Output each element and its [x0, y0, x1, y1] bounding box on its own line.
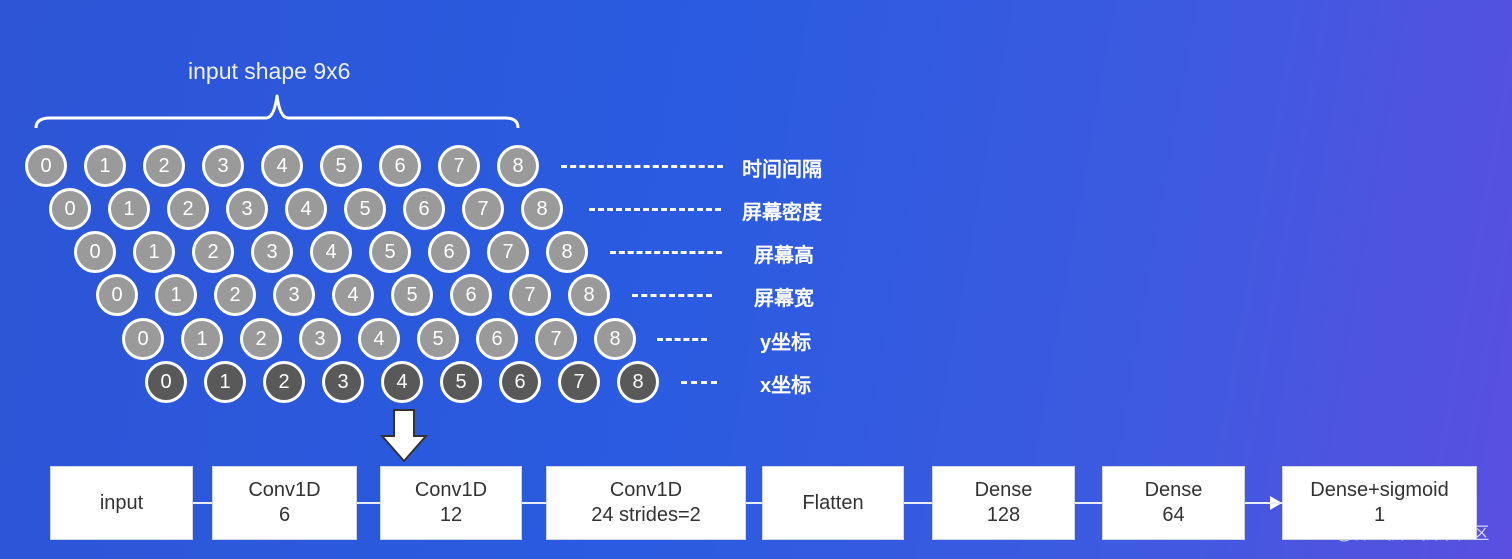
cell-circle: 8: [617, 361, 659, 403]
cell-circle: 1: [181, 318, 223, 360]
cell-circle: 5: [344, 188, 386, 230]
cell-circle: 6: [450, 274, 492, 316]
row-dash-line: [657, 338, 707, 341]
layer-connector: [1075, 502, 1102, 504]
row-label: 屏幕高: [754, 245, 814, 267]
input-shape-title: input shape 9x6: [188, 58, 351, 84]
cell-circle: 1: [133, 231, 175, 273]
cell-circle: 1: [155, 274, 197, 316]
cell-circle: 2: [240, 318, 282, 360]
cell-circle: 0: [96, 274, 138, 316]
cell-circle: 3: [273, 274, 315, 316]
layer-box: input: [50, 466, 193, 540]
cell-circle: 8: [546, 231, 588, 273]
cell-circle: 1: [204, 361, 246, 403]
cell-circle: 7: [462, 188, 504, 230]
down-arrow-icon: [379, 409, 429, 463]
layer-connector: [522, 502, 546, 504]
cell-circle: 6: [428, 231, 470, 273]
layer-param: 24 strides=2: [591, 504, 701, 526]
cell-circle: 3: [322, 361, 364, 403]
cell-circle: 5: [440, 361, 482, 403]
layer-connector: [357, 502, 380, 504]
layer-box: Dense 64: [1102, 466, 1245, 540]
cell-circle: 7: [509, 274, 551, 316]
row-dash-line: [610, 251, 722, 254]
cell-circle: 5: [369, 231, 411, 273]
row-label: x坐标: [760, 375, 812, 397]
row-label: 屏幕宽: [754, 288, 814, 310]
cell-circle: 7: [558, 361, 600, 403]
cell-circle: 0: [49, 188, 91, 230]
cell-circle: 4: [261, 145, 303, 187]
layer-connector: [904, 502, 932, 504]
cell-circle: 3: [226, 188, 268, 230]
layer-box: Dense 128: [932, 466, 1075, 540]
layer-name: Dense+sigmoid: [1310, 479, 1449, 501]
cell-circle: 4: [358, 318, 400, 360]
layer-param: 6: [278, 504, 291, 526]
layer-param: 1: [1373, 504, 1386, 526]
layer-name: Dense: [1144, 479, 1203, 501]
cell-circle: 2: [263, 361, 305, 403]
layer-param: 128: [986, 504, 1021, 526]
row-label: 时间间隔: [742, 159, 822, 181]
cell-circle: 0: [145, 361, 187, 403]
layer-box: Dense+sigmoid 1: [1282, 466, 1477, 540]
cell-circle: 4: [310, 231, 352, 273]
row-dash-line: [632, 294, 712, 297]
layer-name: Conv1D: [609, 479, 683, 501]
row-dash-line: [589, 208, 721, 211]
cell-circle: 4: [285, 188, 327, 230]
cell-circle: 7: [535, 318, 577, 360]
cell-circle: 3: [251, 231, 293, 273]
layer-box: Flatten: [762, 466, 904, 540]
cell-circle: 0: [122, 318, 164, 360]
layer-name: Flatten: [802, 491, 864, 514]
layer-connector: [193, 502, 212, 504]
cell-circle: 8: [568, 274, 610, 316]
row-label: y坐标: [760, 332, 812, 354]
layer-param: 64: [1162, 504, 1185, 526]
row-dash-line: [681, 381, 717, 384]
layer-box: Conv1D 24 strides=2: [546, 466, 746, 540]
row-dash-line: [561, 165, 723, 168]
cell-circle: 1: [108, 188, 150, 230]
cell-circle: 6: [476, 318, 518, 360]
cell-circle: 2: [143, 145, 185, 187]
cell-circle: 4: [381, 361, 423, 403]
cell-circle: 8: [521, 188, 563, 230]
layer-box: Conv1D 12: [380, 466, 522, 540]
cell-circle: 6: [379, 145, 421, 187]
cell-circle: 8: [497, 145, 539, 187]
layer-connector: [746, 502, 762, 504]
cell-circle: 5: [417, 318, 459, 360]
layer-param: 12: [439, 504, 463, 526]
layer-name: Conv1D: [248, 479, 321, 501]
cell-circle: 2: [214, 274, 256, 316]
cell-circle: 7: [438, 145, 480, 187]
cell-circle: 7: [487, 231, 529, 273]
cell-circle: 4: [332, 274, 374, 316]
cell-circle: 3: [299, 318, 341, 360]
cell-circle: 6: [499, 361, 541, 403]
cell-circle: 2: [192, 231, 234, 273]
cell-circle: 5: [320, 145, 362, 187]
cell-circle: 3: [202, 145, 244, 187]
row-label: 屏幕密度: [742, 202, 822, 224]
cell-circle: 0: [74, 231, 116, 273]
cell-circle: 5: [391, 274, 433, 316]
input-brace: [34, 94, 520, 129]
cell-circle: 8: [594, 318, 636, 360]
layer-box: Conv1D 6: [212, 466, 357, 540]
layer-connector: [1245, 502, 1282, 504]
layer-name: Dense: [974, 479, 1033, 501]
cell-circle: 6: [403, 188, 445, 230]
cell-circle: 1: [84, 145, 126, 187]
cell-circle: 2: [167, 188, 209, 230]
cell-circle: 0: [25, 145, 67, 187]
layer-name: input: [99, 491, 144, 514]
layer-name: Conv1D: [414, 479, 488, 501]
